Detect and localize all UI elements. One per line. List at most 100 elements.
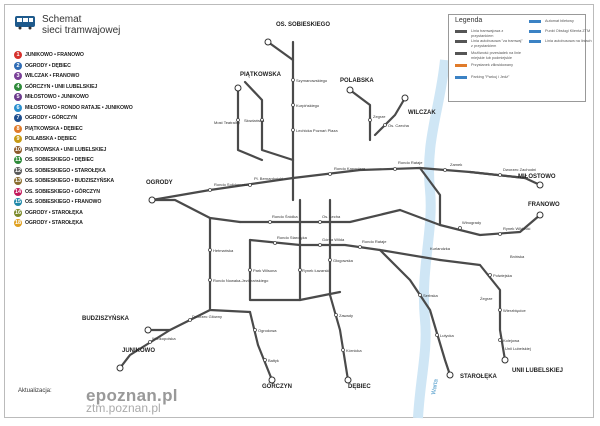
stop-label: Dworzec Zachodni — [503, 167, 536, 172]
terminal-label-budziszynska: BUDZISZYŃSKA — [82, 314, 130, 322]
stop-label: Rynek Wildecki — [503, 226, 530, 231]
legend-swatch — [455, 30, 467, 33]
route-name: OGRODY • DĘBIEC — [25, 62, 71, 69]
watermark-ztm: ztm.poznan.pl — [86, 401, 161, 415]
map-title: Schemat sieci tramwajowej — [14, 14, 120, 36]
footer-update: Aktualizacja: — [18, 388, 52, 394]
legend-swatch — [529, 20, 541, 23]
route-name: OGRODY • GÓRCZYN — [25, 115, 77, 122]
stop-label: Kurlandzka — [430, 246, 451, 251]
terminal-label-sobieskiego: OS. SOBIESKIEGO — [276, 22, 330, 28]
stop-label: Bałtyk — [268, 358, 279, 363]
legend-item: Linia autobusowa "za tramwaj" z przystan… — [471, 39, 523, 48]
route-number-badge: 6 — [14, 103, 22, 112]
terminal-label-ogrody: OGRODY — [146, 180, 173, 186]
terminal-label-gorczyn: GÓRCZYN — [262, 382, 292, 390]
route-number-badge: 10 — [14, 145, 22, 154]
legend-swatch — [529, 40, 541, 43]
route-name: OS. SOBIESKIEGO • DĘBIEC — [25, 157, 94, 164]
legend-item: Parking "Parkuj i Jedź" — [471, 75, 510, 79]
terminal-label-milostowo: MIŁOSTOWO — [518, 174, 556, 180]
stop-label: Rondo Rataje — [398, 160, 423, 165]
stop-label: Kolejowa — [503, 338, 520, 343]
route-number-badge: 5 — [14, 93, 22, 102]
stop-label: Zegrze — [373, 114, 386, 119]
route-number-badge: 4 — [14, 82, 22, 91]
route-name: OGRODY • STAROŁĘKA — [25, 220, 83, 227]
route-name: PIĄTKOWSKA • DĘBIEC — [25, 125, 83, 132]
route-number-badge: 16 — [14, 208, 22, 217]
legend-swatch — [455, 64, 467, 67]
stop-label: Winogrady — [462, 220, 481, 225]
route-name: OS. SOBIESKIEGO • STAROŁĘKA — [25, 167, 106, 174]
stop-label: Rondo Nowaka-Jeziorańskiego — [213, 278, 269, 283]
stop-label: Wielkopolska — [152, 336, 176, 341]
terminal-label-franowo: FRANOWO — [528, 202, 560, 208]
stop-label: Os. Czecha — [388, 123, 410, 128]
terminal-label-piatkowska: PIĄTKOWSKA — [240, 72, 282, 78]
stop-label: Most Teatralny — [214, 120, 240, 125]
stop-label: Pl. Bernardyński — [254, 176, 283, 181]
terminal-labels: OS. SOBIESKIEGO PIĄTKOWSKA POLABSKA WILC… — [82, 22, 563, 395]
stop-label: Kórnicka — [346, 348, 362, 353]
route-number-badge: 2 — [14, 61, 22, 70]
legend-item: Linia tramwajowa z przystankiem — [471, 29, 504, 38]
stop-label: Serbska — [423, 293, 438, 298]
stop-label: Wierzbięcice — [503, 308, 526, 313]
route-name: OS. SOBIESKIEGO • BUDZISZYŃSKA — [25, 178, 115, 185]
stop-markers — [148, 78, 502, 362]
legend-swatch — [455, 40, 467, 43]
route-number-badge: 13 — [14, 177, 22, 186]
stop-label: Unii Lubelskiej — [505, 346, 531, 351]
route-name: OS. SOBIESKIEGO • GÓRCZYN — [25, 188, 100, 195]
route-number-badge: 11 — [14, 156, 22, 165]
tram-icon — [15, 16, 35, 30]
route-name: MIŁOSTOWO • RONDO RATAJE • JUNIKOWO — [25, 104, 133, 111]
legend-title: Legenda — [455, 17, 483, 24]
route-number-badge: 18 — [14, 219, 22, 228]
legend-item: Przystanek zlikwidowany — [471, 63, 513, 67]
stop-label: Górna Wilda — [322, 237, 345, 242]
route-number-badge: 1 — [14, 51, 22, 60]
stop-label: Lutycka — [440, 333, 455, 338]
route-number-badge: 7 — [14, 114, 22, 123]
stop-label: Rondo Śródka — [272, 214, 298, 219]
route-name: PIĄTKOWSKA • UNII LUBELSKIEJ — [25, 146, 107, 153]
stop-label: Zamek — [450, 162, 462, 167]
stop-label: Szymanowskiego — [296, 78, 328, 83]
legend-item: Linia autobusowa na liniach — [545, 39, 592, 43]
route-number-badge: 15 — [14, 198, 22, 207]
stop-label: Głogowska — [333, 258, 354, 263]
route-number-badge: 8 — [14, 124, 22, 133]
title-line1: Schemat — [42, 14, 82, 25]
terminal-label-polabska: POLABSKA — [340, 78, 374, 84]
terminal-label-debiec: DĘBIEC — [348, 384, 371, 390]
route-name: POLABSKA • DĘBIEC — [25, 136, 77, 143]
stop-label: Hetmańska — [213, 248, 234, 253]
route-name: OS. SOBIESKIEGO • FRANOWO — [25, 199, 102, 206]
terminal-label-junikowo: JUNIKOWO — [122, 348, 155, 354]
terminal-label-unii: UNII LUBELSKIEJ — [512, 368, 563, 374]
stop-label: Żegrze — [480, 296, 493, 301]
legend-item: Punkt Obsługi Klienta ZTM — [545, 29, 591, 33]
route-number-badge: 12 — [14, 166, 22, 175]
